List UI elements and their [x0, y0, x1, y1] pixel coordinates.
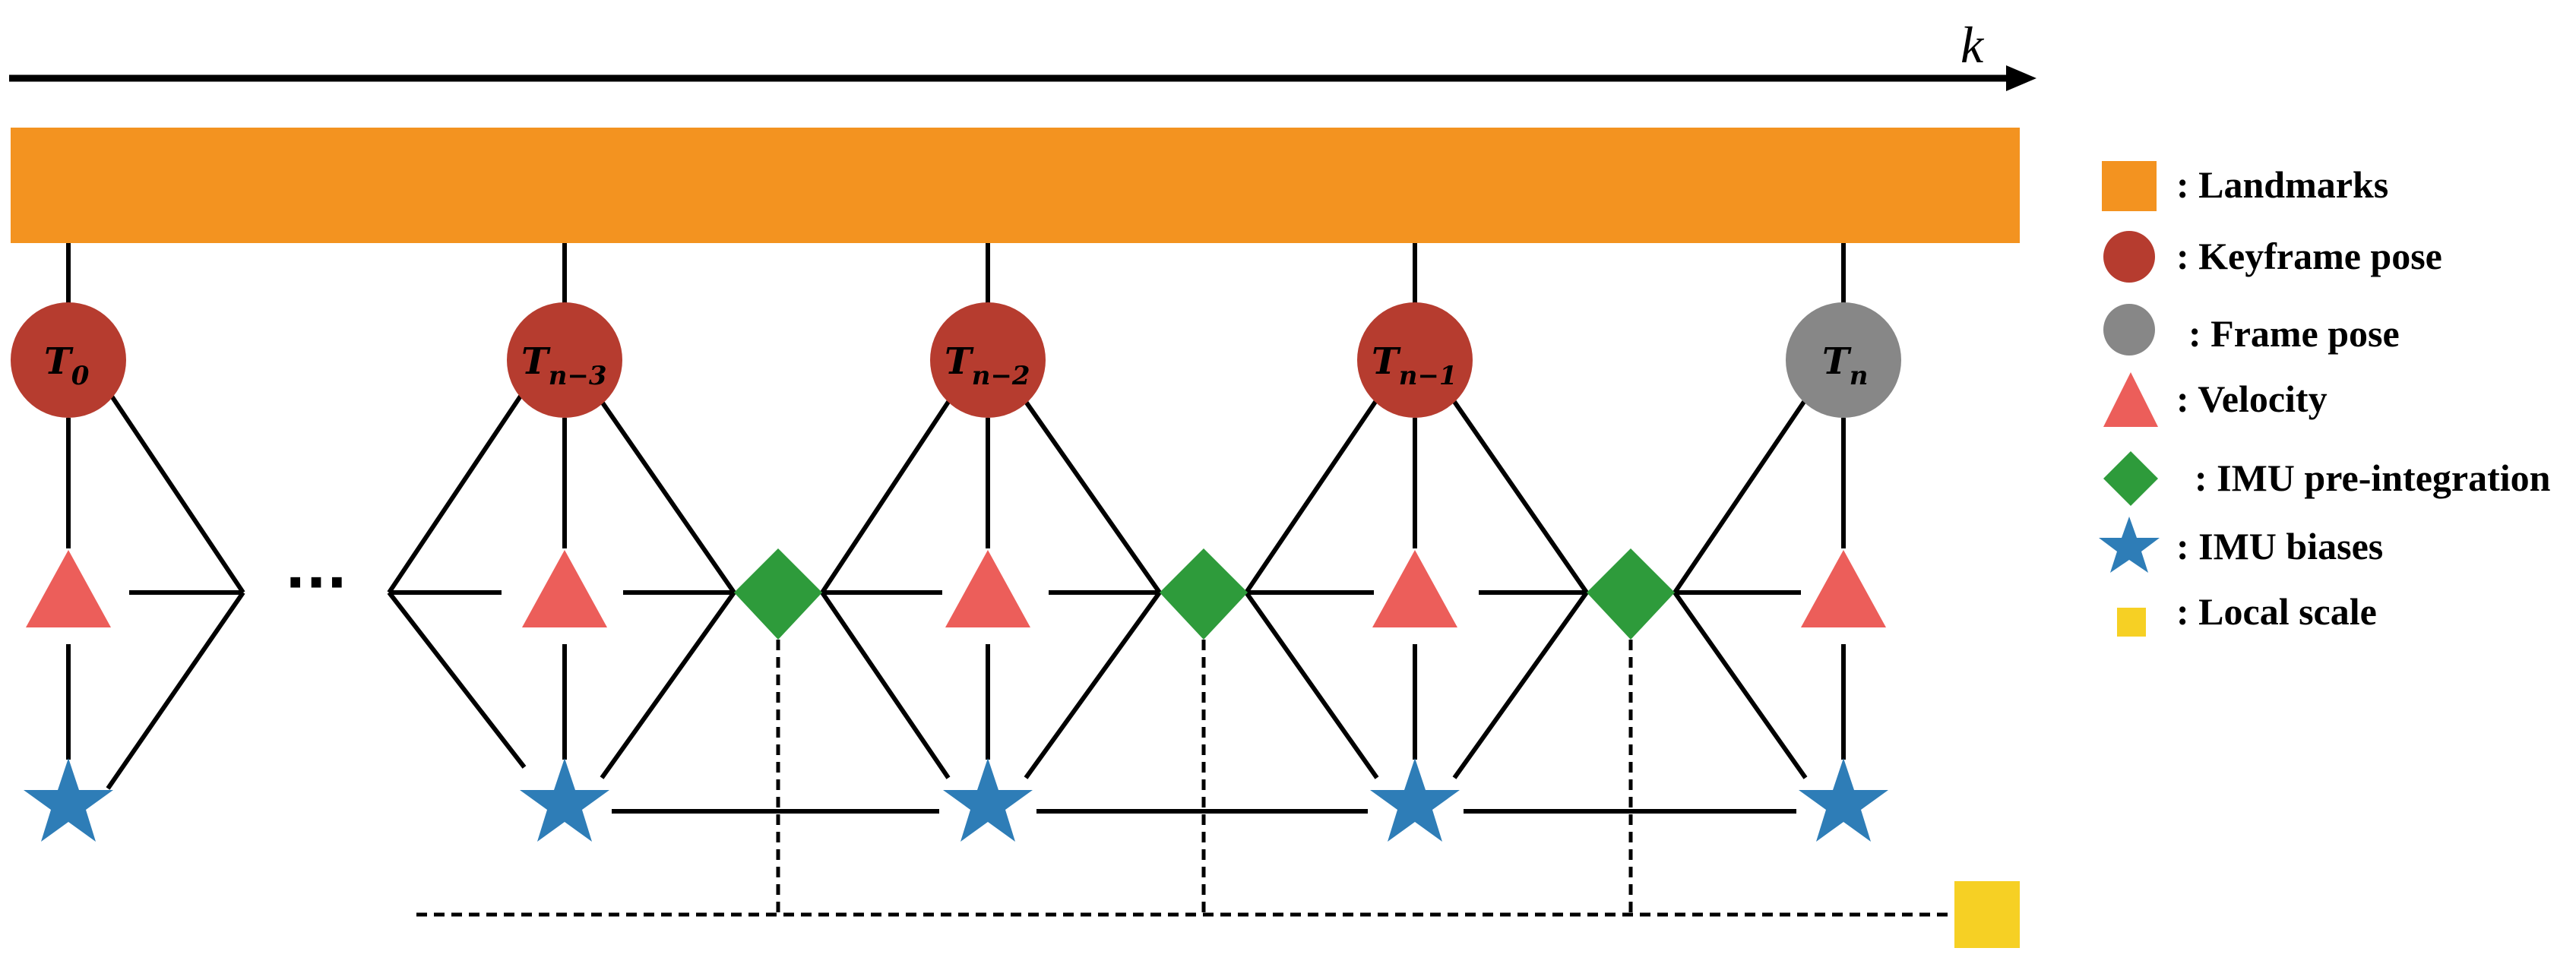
pose-main: T	[44, 340, 74, 383]
frame-pose-circle	[1786, 302, 1901, 418]
factor-edges	[66, 389, 1846, 814]
imu-diamond-icon	[1160, 548, 1248, 640]
landmarks-bar	[11, 128, 2020, 243]
legend-item-imu-biases: : IMU biases	[2099, 517, 2383, 573]
velocity-triangle-icon	[1372, 550, 1457, 627]
pose-sub: n−2	[972, 361, 1030, 391]
pose-node-tn-3: Tn−3	[507, 302, 622, 418]
keyframe-pose-circle	[11, 302, 126, 418]
pose-main: T	[1822, 340, 1852, 383]
bias-star-icon	[520, 758, 609, 842]
pose-main: T	[945, 340, 974, 383]
bias-star-icon	[24, 758, 113, 842]
pose-sub: n	[1850, 361, 1869, 391]
imu-preintegration-nodes	[734, 548, 1675, 640]
keyframe-swatch-icon	[2103, 231, 2155, 283]
velocity-triangle-icon	[1801, 550, 1886, 627]
legend: : Landmarks : Keyframe pose : Frame pose…	[2099, 161, 2551, 637]
velocity-triangle-icon	[26, 550, 111, 627]
axis-label: k	[1960, 16, 1985, 74]
legend-label: : Landmarks	[2176, 163, 2388, 206]
pose-node-tn-2: Tn−2	[930, 302, 1046, 418]
svg-text:Tn−2: Tn−2	[945, 340, 1030, 391]
pose-sub: n−1	[1399, 361, 1457, 391]
legend-item-keyframe: : Keyframe pose	[2103, 231, 2442, 283]
legend-item-local-scale: : Local scale	[2117, 590, 2377, 637]
velocity-swatch-icon	[2103, 372, 2158, 427]
imu-diamond-icon	[1587, 548, 1675, 640]
pose-sub: n−3	[549, 361, 607, 391]
pose-node-t0: T0	[11, 302, 126, 418]
imu-diamond-icon	[734, 548, 822, 640]
bias-star-icon	[1370, 758, 1460, 842]
legend-label: : Local scale	[2176, 590, 2377, 633]
pose-node-tn: Tn	[1786, 302, 1901, 418]
velocity-triangle-icon	[522, 550, 607, 627]
pose-node-tn-1: Tn−1	[1357, 302, 1473, 418]
scale-edges	[416, 640, 1954, 917]
legend-label: : IMU biases	[2176, 525, 2383, 567]
velocity-nodes	[26, 550, 1886, 627]
landmark-edges	[66, 243, 1846, 311]
pose-main: T	[521, 340, 551, 383]
imu-swatch-icon	[2103, 451, 2158, 506]
svg-text:Tn−1: Tn−1	[1372, 340, 1457, 391]
local-scale-square	[1954, 881, 2020, 948]
svg-text:Tn−3: Tn−3	[521, 340, 607, 391]
legend-item-velocity: : Velocity	[2103, 372, 2328, 427]
legend-label: : Frame pose	[2188, 312, 2400, 355]
legend-label: : IMU pre-integration	[2195, 457, 2551, 499]
scale-swatch-icon	[2117, 608, 2146, 637]
landmark-swatch-icon	[2102, 161, 2157, 211]
legend-item-frame: : Frame pose	[2103, 304, 2400, 356]
legend-label: : Keyframe pose	[2176, 235, 2442, 277]
ellipsis: ···	[285, 551, 347, 615]
legend-item-imu-preintegration: : IMU pre-integration	[2103, 451, 2551, 506]
legend-label: : Velocity	[2176, 378, 2328, 420]
velocity-triangle-icon	[945, 550, 1030, 627]
frame-swatch-icon	[2103, 304, 2155, 356]
pose-main: T	[1372, 340, 1401, 383]
pose-nodes: T0 Tn−3 Tn−2 Tn−1 Tn	[11, 302, 1901, 418]
keyframe-pose-circle	[507, 302, 622, 418]
imu-bias-nodes	[24, 758, 1888, 842]
svg-text:T0: T0	[44, 340, 90, 391]
time-axis: k	[9, 16, 2036, 91]
bias-swatch-icon	[2099, 517, 2160, 573]
keyframe-pose-circle	[1357, 302, 1473, 418]
bias-star-icon	[1799, 758, 1888, 842]
keyframe-pose-circle	[930, 302, 1046, 418]
pose-sub: 0	[71, 361, 90, 391]
svg-text:Tn: Tn	[1822, 340, 1868, 391]
axis-arrowhead-icon	[2006, 65, 2036, 91]
bias-star-icon	[943, 758, 1033, 842]
legend-item-landmarks: : Landmarks	[2102, 161, 2388, 211]
